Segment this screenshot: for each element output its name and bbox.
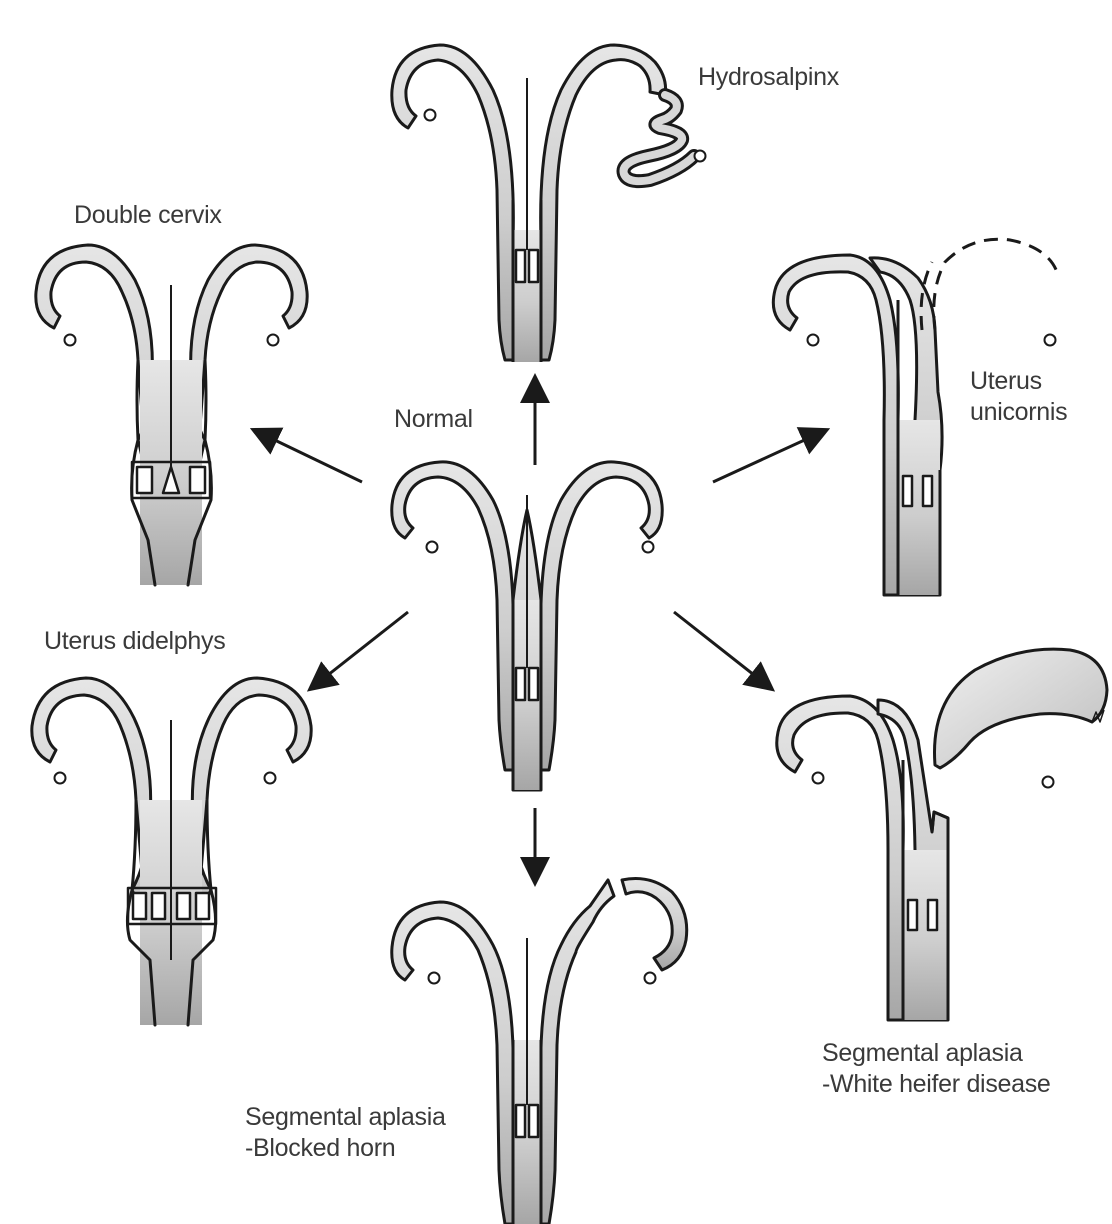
- label-white-heifer-disease: Segmental aplasia -White heifer disease: [822, 1038, 1051, 1100]
- label-white-heifer-line1: Segmental aplasia: [822, 1038, 1051, 1069]
- arrow-to-double-cervix: [258, 432, 362, 482]
- uterus-didelphys: [32, 678, 311, 1025]
- label-double-cervix: Double cervix: [74, 200, 222, 231]
- double-cervix-uterus: [36, 245, 307, 585]
- label-uterus-unicornis-line2: unicornis: [970, 397, 1067, 428]
- normal-uterus: [392, 462, 662, 790]
- arrow-to-white-heifer: [674, 612, 768, 686]
- label-uterus-didelphys: Uterus didelphys: [44, 626, 225, 657]
- white-heifer-disease-uterus: [777, 649, 1107, 1020]
- label-normal: Normal: [394, 404, 473, 435]
- hydrosalpinx-uterus: [392, 45, 706, 362]
- label-blocked-horn-line1: Segmental aplasia: [245, 1102, 446, 1133]
- arrow-to-uterus-unicornis: [713, 432, 822, 482]
- blocked-horn-uterus: [392, 879, 687, 1224]
- label-hydrosalpinx: Hydrosalpinx: [698, 62, 839, 93]
- label-white-heifer-line2: -White heifer disease: [822, 1069, 1051, 1100]
- label-uterus-unicornis-line1: Uterus: [970, 366, 1067, 397]
- label-blocked-horn: Segmental aplasia -Blocked horn: [245, 1102, 446, 1164]
- label-blocked-horn-line2: -Blocked horn: [245, 1133, 446, 1164]
- arrow-to-uterus-didelphys: [314, 612, 408, 686]
- label-uterus-unicornis: Uterus unicornis: [970, 366, 1067, 428]
